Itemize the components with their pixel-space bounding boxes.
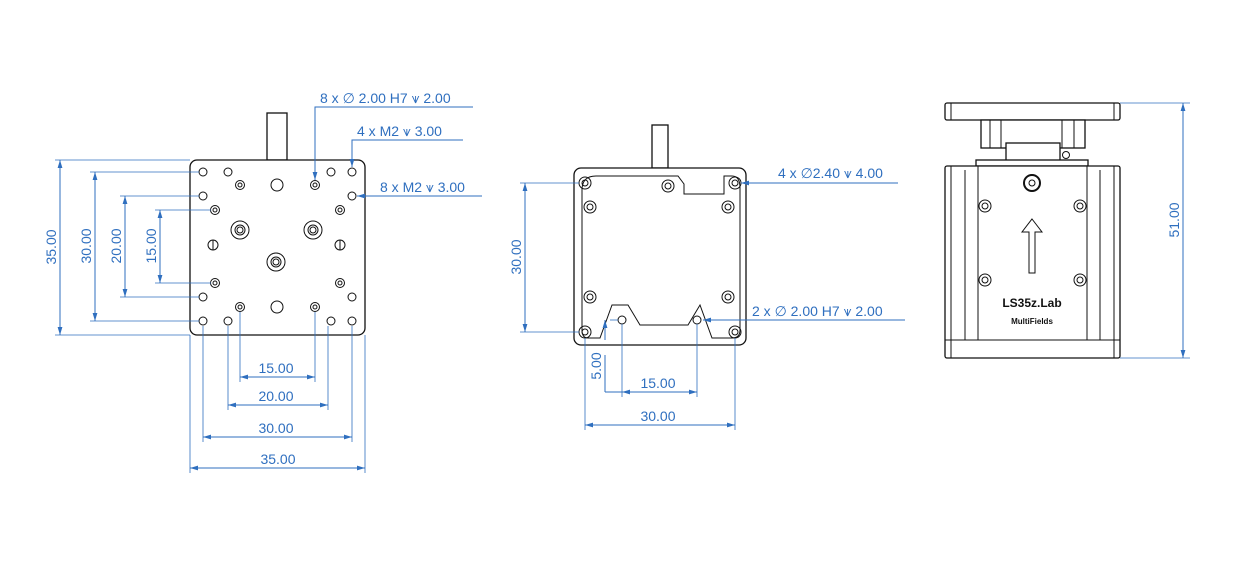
dim-20-vertical: 20.00 — [108, 228, 124, 263]
shaft — [266, 112, 288, 161]
slot-screws — [207, 239, 346, 251]
dim-15-horizontal: 15.00 — [258, 360, 293, 376]
model-label: LS35z.Lab — [1002, 296, 1061, 310]
dim-35-horizontal: 35.00 — [260, 451, 295, 467]
dim-5-vertical: 5.00 — [588, 352, 604, 379]
horizontal-dimension-lines — [189, 312, 366, 473]
dim-15-horizontal: 15.00 — [640, 375, 675, 391]
mounting-holes — [578, 176, 742, 339]
stage-body — [944, 165, 1121, 359]
plain-holes — [198, 167, 357, 326]
callout-pin-holes: 2 x ∅ 2.00 H7 ⩛ 2.00 — [752, 303, 883, 319]
dim-35-vertical: 35.00 — [43, 229, 59, 264]
mount-ledge — [975, 159, 1089, 167]
callout-m2-side: 8 x M2 ⩛ 3.00 — [380, 179, 465, 195]
counterbored-holes — [230, 220, 323, 272]
shaft — [651, 124, 669, 169]
dim-30-horizontal: 30.00 — [640, 408, 675, 424]
threaded-holes — [210, 180, 345, 312]
callout-corner-holes: 4 x ∅2.40 ⩛ 4.00 — [778, 165, 883, 181]
callout-pin-holes: 8 x ∅ 2.00 H7 ⩛ 2.00 — [320, 90, 451, 106]
vertical-dimension-lines — [55, 159, 211, 336]
brand-label: MultiFields — [1011, 317, 1053, 326]
dim-51-vertical: 51.00 — [1166, 202, 1182, 237]
side-screws — [978, 174, 1087, 287]
dim-30-horizontal: 30.00 — [258, 420, 293, 436]
side-view: LS35z.Lab MultiFields 51.00 — [944, 102, 1190, 359]
stage-plate — [189, 159, 366, 336]
stage-body — [573, 167, 747, 346]
direction-arrow-icon — [1020, 218, 1044, 274]
rail-grooves — [945, 166, 1120, 358]
callout-m2-corner: 4 x M2 ⩛ 3.00 — [357, 123, 442, 139]
dim-15-vertical: 15.00 — [143, 228, 159, 263]
top-view: 8 x ∅ 2.00 H7 ⩛ 2.00 4 x M2 ⩛ 3.00 8 x M… — [43, 90, 482, 473]
top-plate — [944, 102, 1121, 121]
callout-leaders — [312, 106, 482, 199]
dim-30-vertical: 30.00 — [78, 228, 94, 263]
dim-20-horizontal: 20.00 — [258, 388, 293, 404]
bottom-dimension-lines — [520, 180, 905, 430]
bottom-view: 30.00 5.00 15.00 30.00 4 x ∅2.40 ⩛ 4.00 … — [508, 124, 905, 430]
dim-30-vertical: 30.00 — [508, 239, 524, 274]
